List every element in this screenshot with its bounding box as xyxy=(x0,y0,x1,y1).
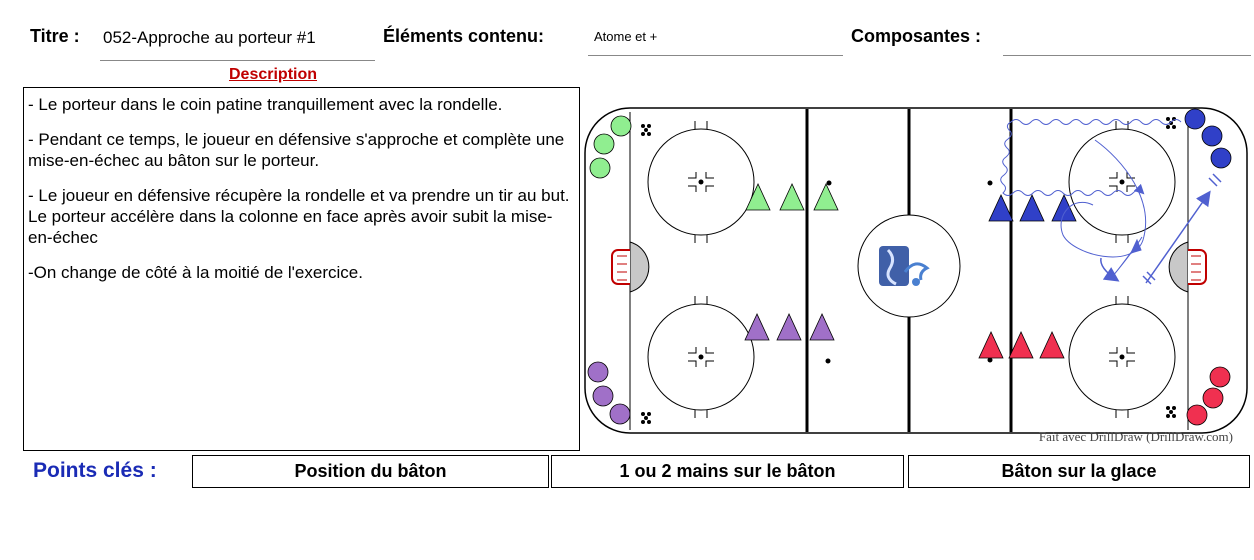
player-triangle-blue xyxy=(1051,194,1077,222)
key-point-1[interactable]: Position du bâton xyxy=(192,455,549,488)
player-triangle-green xyxy=(745,183,771,211)
player-triangle-red xyxy=(978,331,1004,359)
player-circle-red xyxy=(1209,366,1231,388)
goal-right-icon xyxy=(1188,249,1207,285)
titre-value: 052-Approche au porteur #1 xyxy=(103,28,316,47)
titre-field[interactable]: 052-Approche au porteur #1 xyxy=(100,28,375,61)
player-circle-green xyxy=(610,115,632,137)
faceoff-circle-top-left xyxy=(647,121,755,243)
player-circle-purple xyxy=(592,385,614,407)
player-circle-green xyxy=(593,133,615,155)
puck-pile-icon xyxy=(641,124,651,136)
player-triangle-red xyxy=(1008,331,1034,359)
player-triangle-purple xyxy=(809,313,835,341)
player-triangle-blue xyxy=(988,194,1014,222)
description-paragraph: - Le porteur dans le coin patine tranqui… xyxy=(28,95,503,114)
player-triangle-blue xyxy=(1019,194,1045,222)
watermark-text: Fait avec DrillDraw (DrillDraw.com) xyxy=(1039,429,1233,444)
arrow-shot-to-net xyxy=(1145,190,1211,284)
description-heading: Description xyxy=(229,66,318,83)
key-point-2[interactable]: 1 ou 2 mains sur le bâton xyxy=(551,455,904,488)
description-paragraph: - Le joueur en défensive récupère la ron… xyxy=(28,186,570,247)
crease-left xyxy=(629,241,650,293)
elements-label: Éléments contenu: xyxy=(383,26,545,46)
points-cles-label: Points clés : xyxy=(33,459,157,482)
player-circle-red xyxy=(1186,404,1208,426)
puck-pile-icon xyxy=(641,412,651,424)
puck-pile-icon xyxy=(1166,406,1176,418)
description-box[interactable]: - Le porteur dans le coin patine tranqui… xyxy=(23,87,580,451)
player-triangle-purple xyxy=(744,313,770,341)
player-circle-red xyxy=(1202,387,1224,409)
player-circle-purple xyxy=(609,403,631,425)
description-paragraph: - Pendant ce temps, le joueur en défensi… xyxy=(28,130,565,170)
arrow-to-shooter xyxy=(1100,257,1120,282)
description-paragraph: -On change de côté à la moitié de l'exer… xyxy=(28,263,363,282)
stop-marks xyxy=(1142,173,1222,285)
player-triangle-purple xyxy=(776,313,802,341)
faceoff-circle-top-right xyxy=(1068,121,1176,243)
skating-path-wavy xyxy=(1000,119,1182,196)
composantes-field[interactable] xyxy=(1003,28,1251,56)
titre-label: Titre : xyxy=(30,26,80,46)
player-circle-blue xyxy=(1210,147,1232,169)
player-circle-blue xyxy=(1201,125,1223,147)
puck-icon xyxy=(825,358,831,364)
faceoff-circle-bottom-right xyxy=(1068,296,1176,418)
player-circle-green xyxy=(589,157,611,179)
faceoff-circle-bottom-left xyxy=(647,296,755,418)
puck-icon xyxy=(826,180,832,186)
elements-value: Atome et + xyxy=(594,29,658,44)
puck-icon xyxy=(987,357,993,363)
crease-right xyxy=(1168,241,1189,293)
player-circle-purple xyxy=(587,361,609,383)
player-circle-blue xyxy=(1184,108,1206,130)
puck-icon xyxy=(987,180,993,186)
hockey-logo-icon xyxy=(879,246,930,286)
elements-field[interactable]: Atome et + xyxy=(588,28,843,56)
player-triangle-red xyxy=(1039,331,1065,359)
rink-diagram[interactable]: Fait avec DrillDraw (DrillDraw.com) xyxy=(583,100,1251,450)
goal-left-icon xyxy=(611,249,630,285)
skating-path-puck xyxy=(1060,139,1147,258)
key-point-3[interactable]: Bâton sur la glace xyxy=(908,455,1250,488)
player-triangle-green xyxy=(813,183,839,211)
composantes-label: Composantes : xyxy=(851,26,982,46)
player-triangle-green xyxy=(779,183,805,211)
